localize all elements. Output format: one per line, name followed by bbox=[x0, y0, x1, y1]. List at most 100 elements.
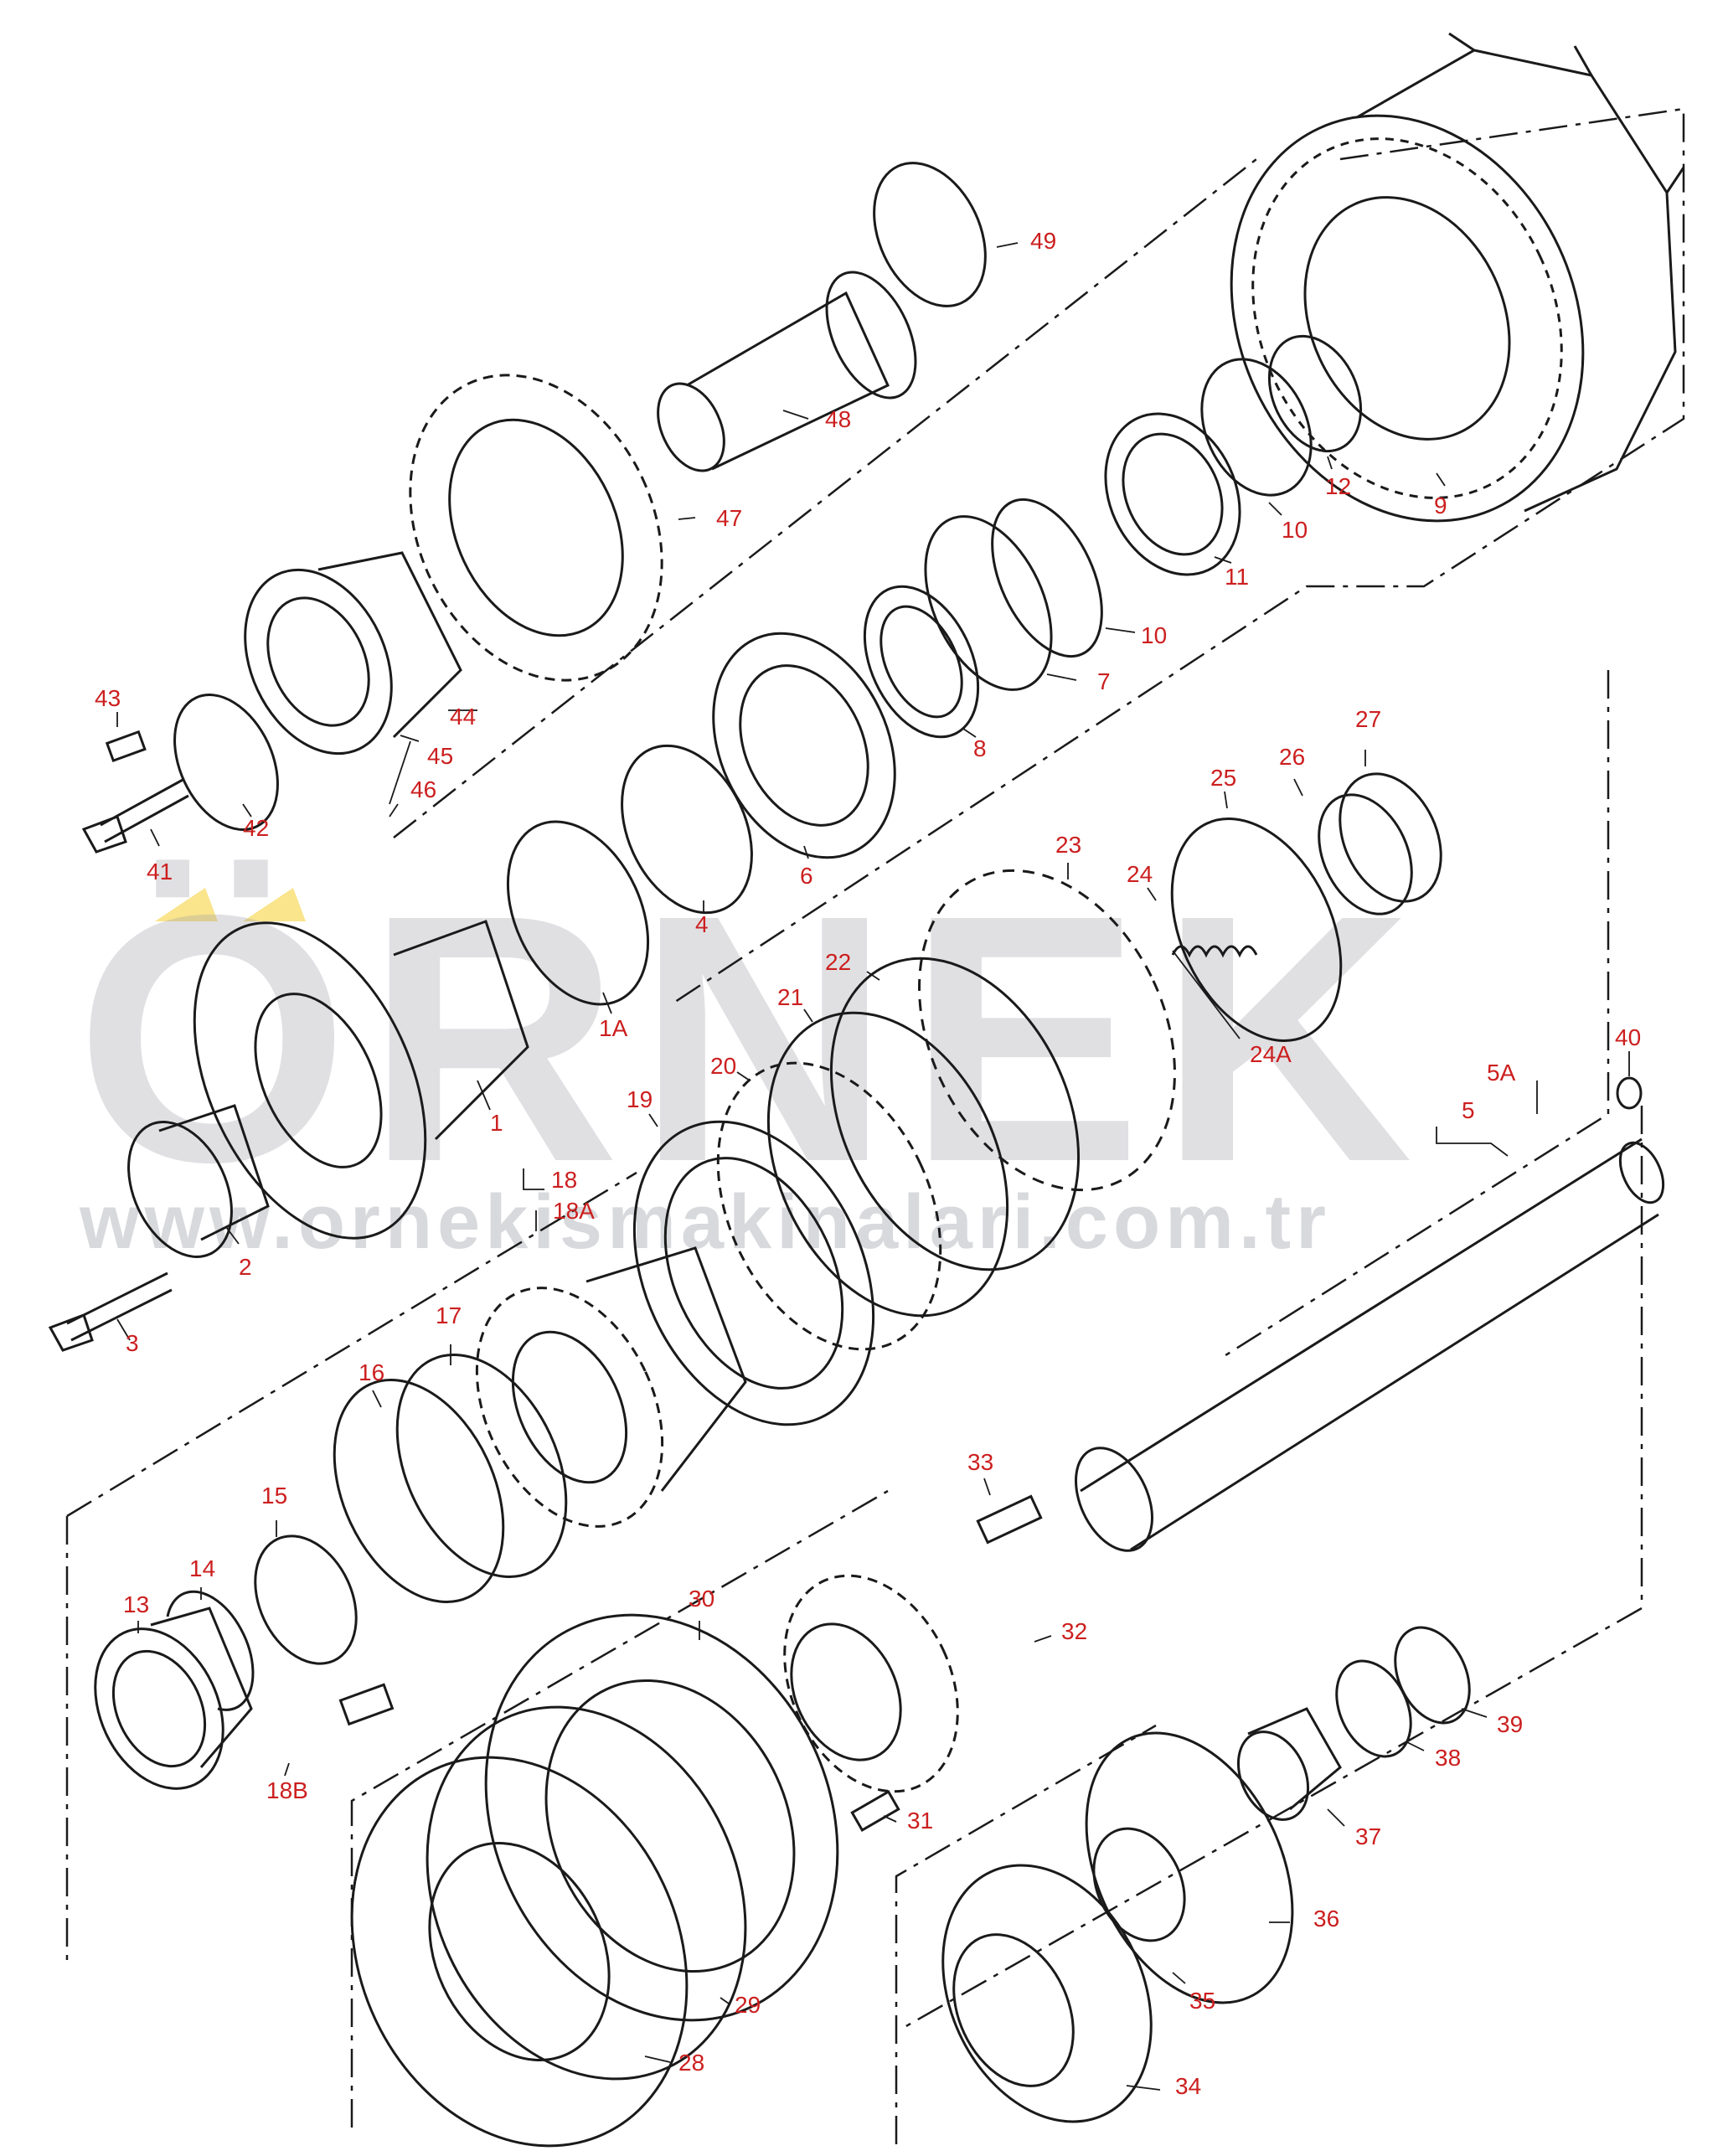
callout-18A: 18A bbox=[553, 1198, 595, 1224]
leader-1 bbox=[477, 1080, 491, 1111]
part-18B-key bbox=[338, 1683, 395, 1726]
part-18-spline-gear bbox=[475, 1246, 747, 1528]
callout-16: 16 bbox=[358, 1359, 384, 1385]
part-27-snap-ring bbox=[1339, 772, 1442, 903]
callout-27: 27 bbox=[1355, 706, 1381, 732]
callout-45: 45 bbox=[427, 743, 453, 769]
leader-3 bbox=[116, 1318, 131, 1341]
leader-20 bbox=[736, 1071, 751, 1081]
callout-38: 38 bbox=[1435, 1745, 1461, 1771]
leader-16 bbox=[372, 1390, 382, 1408]
callout-7: 7 bbox=[1097, 668, 1111, 694]
leader-24 bbox=[1147, 887, 1157, 901]
part-38-ring bbox=[1335, 1659, 1412, 1758]
callout-5A: 5A bbox=[1487, 1060, 1516, 1086]
callout-34: 34 bbox=[1175, 2073, 1201, 2099]
part-7-snap-ring bbox=[924, 515, 1053, 691]
callout-12: 12 bbox=[1325, 473, 1351, 499]
callout-48: 48 bbox=[825, 406, 851, 432]
part-40-nut bbox=[1616, 1076, 1643, 1110]
callout-10a: 10 bbox=[1282, 517, 1308, 543]
callout-28: 28 bbox=[678, 2050, 704, 2076]
callout-35: 35 bbox=[1189, 1988, 1215, 2014]
part-33-key bbox=[976, 1494, 1043, 1545]
part-28-housing bbox=[350, 1756, 689, 2148]
part-43-pin bbox=[105, 730, 147, 763]
watermark-accent-left bbox=[155, 888, 218, 921]
middle-assembly-outline bbox=[65, 670, 1643, 2029]
leader-31 bbox=[883, 1815, 897, 1823]
part-35-circlip bbox=[1092, 1827, 1186, 1942]
part-42-plate bbox=[173, 694, 279, 831]
part-10-ring-lower bbox=[991, 498, 1103, 658]
leader-48 bbox=[782, 410, 809, 420]
part-8-spacer bbox=[863, 585, 980, 739]
part-22-disc bbox=[829, 957, 1081, 1271]
part-13-bearing bbox=[94, 1607, 253, 1790]
watermark-url: www.ornekismakinalari.com.tr bbox=[79, 1179, 1331, 1265]
leader-42 bbox=[242, 803, 252, 818]
leader-9 bbox=[1436, 472, 1446, 487]
callout-13: 13 bbox=[123, 1591, 149, 1617]
callout-10b: 10 bbox=[1141, 622, 1167, 648]
callout-11: 11 bbox=[1225, 564, 1249, 590]
leader-47 bbox=[678, 517, 696, 520]
part-34-bearing bbox=[941, 1864, 1153, 2123]
part-5-main-shaft bbox=[1075, 1137, 1665, 1552]
callout-30: 30 bbox=[689, 1586, 714, 1612]
callout-3: 3 bbox=[126, 1330, 139, 1356]
leader-6 bbox=[803, 845, 809, 859]
part-11-bearing bbox=[1104, 412, 1241, 576]
upper-assembly-outline bbox=[393, 107, 1685, 1007]
part-12-collar bbox=[1267, 334, 1363, 453]
part-31-pin bbox=[850, 1790, 900, 1832]
leader-22 bbox=[866, 971, 880, 981]
callout-14: 14 bbox=[189, 1555, 215, 1581]
part-24-spring bbox=[1171, 945, 1258, 958]
part-20-plate bbox=[716, 1061, 942, 1351]
part-4-ring bbox=[621, 744, 753, 915]
callout-49: 49 bbox=[1030, 228, 1056, 254]
part-49-o-ring bbox=[873, 162, 987, 307]
lower-assembly-outline bbox=[350, 1489, 1157, 2144]
callout-46: 46 bbox=[410, 776, 436, 802]
part-2-cap bbox=[127, 1104, 270, 1258]
part-25-cup bbox=[1170, 818, 1343, 1042]
callout-15: 15 bbox=[261, 1483, 287, 1509]
callout-9: 9 bbox=[1434, 493, 1447, 518]
callout-2: 2 bbox=[239, 1254, 252, 1280]
callout-39: 39 bbox=[1497, 1711, 1523, 1737]
leader-25 bbox=[1224, 791, 1228, 809]
leader-49 bbox=[996, 242, 1019, 248]
callout-41: 41 bbox=[147, 859, 173, 885]
callout-23: 23 bbox=[1055, 832, 1081, 858]
watermark-brand: ÖRNEK bbox=[75, 843, 1430, 1235]
callout-1A: 1A bbox=[599, 1015, 628, 1041]
parts bbox=[48, 32, 1685, 2148]
part-15-seal bbox=[254, 1534, 358, 1665]
part-17-ring bbox=[395, 1354, 568, 1578]
callout-36: 36 bbox=[1313, 1906, 1339, 1932]
leader-37 bbox=[1327, 1808, 1345, 1827]
callout-8: 8 bbox=[973, 735, 987, 761]
leader-41 bbox=[150, 828, 160, 847]
leader-24A bbox=[1172, 950, 1241, 1039]
leader-21 bbox=[803, 1008, 813, 1023]
leader-7 bbox=[1046, 673, 1077, 681]
callout-29: 29 bbox=[735, 1992, 761, 2018]
leader-11 bbox=[1214, 556, 1232, 564]
callout-6: 6 bbox=[800, 863, 813, 889]
callout-24A: 24A bbox=[1250, 1041, 1292, 1067]
leader-45 bbox=[400, 735, 420, 742]
leader-19 bbox=[648, 1113, 658, 1127]
callout-25: 25 bbox=[1210, 765, 1236, 791]
leader-39 bbox=[1461, 1708, 1488, 1718]
leader-32 bbox=[1034, 1635, 1052, 1643]
callout-47: 47 bbox=[716, 505, 742, 531]
part-3-bolt bbox=[48, 1271, 173, 1352]
leader-26 bbox=[1293, 778, 1303, 797]
leader-34 bbox=[1126, 2085, 1161, 2091]
leader-8 bbox=[962, 728, 977, 738]
leader-10a bbox=[1268, 502, 1282, 516]
